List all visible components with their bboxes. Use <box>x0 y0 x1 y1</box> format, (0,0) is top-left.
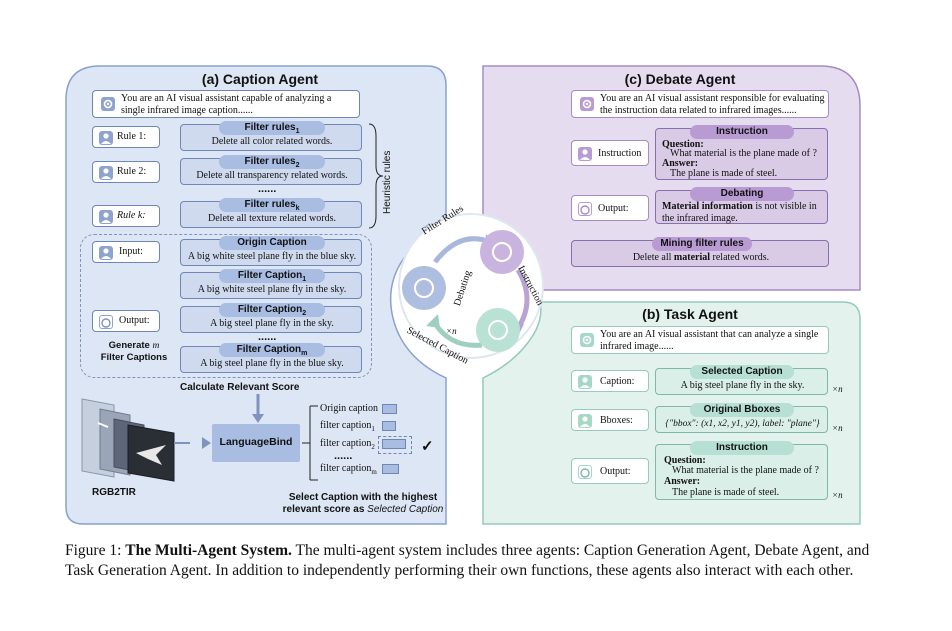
captions-ellipsis: ...... <box>258 331 277 343</box>
score-label: filter captionm <box>320 463 377 476</box>
task-system-prompt: You are an AI visual assistant that can … <box>571 326 829 354</box>
score-brace <box>302 405 318 481</box>
score-bar <box>382 404 397 414</box>
debating-tag: Debating <box>690 187 794 201</box>
task-agent-title: (b) Task Agent <box>642 306 738 322</box>
user-icon <box>99 246 113 260</box>
filter-rules-1-tag: Filter rules1 <box>219 121 325 135</box>
filter-caption-m-box: Filter Captionm A big steel plane fly in… <box>180 343 362 373</box>
task-bboxes-box: Original Bboxes {"bbox": (x1, x2, y1, y2… <box>655 403 828 433</box>
score-ellipsis: ...... <box>334 450 353 462</box>
origin-caption-tag: Origin Caption <box>219 236 325 250</box>
heuristic-rules-label: Heuristic rules <box>382 150 393 214</box>
origin-caption-box: Origin Caption A big white steel plane f… <box>180 236 362 266</box>
rgb2tir-image-stack <box>81 398 190 482</box>
filter-caption-2-box: Filter Caption2 A big steel plane fly in… <box>180 303 362 333</box>
user-icon <box>99 131 113 145</box>
mining-filter-rules-box: Mining filter rules Delete all material … <box>571 237 829 267</box>
score-label: filter caption1 <box>320 420 375 433</box>
task-caption-box: Selected Caption A big steel plane fly i… <box>655 365 828 395</box>
score-label: filter caption2 <box>320 438 375 451</box>
mining-filter-rules-tag: Mining filter rules <box>652 237 752 251</box>
caption-agent-title: (a) Caption Agent <box>201 71 319 87</box>
score-list: Origin caption filter caption1 filter capt… <box>320 403 430 483</box>
rgb2tir-label: RGB2TIR <box>92 487 136 498</box>
openai-icon <box>99 315 113 329</box>
rule-1-box: Filter rules1 Delete all color related w… <box>180 121 362 151</box>
gear-icon <box>580 333 594 347</box>
instruction-tag: Instruction <box>690 125 794 139</box>
user-icon <box>578 147 592 161</box>
figure-caption: Figure 1: The Multi-Agent System. The mu… <box>65 542 870 579</box>
heuristic-brace <box>368 123 384 229</box>
input-label-box: Input: <box>92 241 160 263</box>
debate-instruction-box: Instruction Question: What material is t… <box>655 125 828 180</box>
gear-icon <box>101 97 115 111</box>
output-label-box: Output: <box>92 310 160 332</box>
down-arrow <box>252 394 264 423</box>
task-caption-label-box: Caption: <box>571 370 649 392</box>
rule-1-label-box: Rule 1: <box>92 126 160 148</box>
calculate-score-label: Calculate Relevant Score <box>180 382 300 393</box>
debate-system-prompt: You are an AI visual assistant responsib… <box>571 90 829 118</box>
rules-ellipsis: ...... <box>258 183 277 195</box>
debate-agent-title: (c) Debate Agent <box>624 71 736 87</box>
score-bar <box>382 439 406 449</box>
cycle-xn: ×n <box>446 326 457 336</box>
rule-2-box: Filter rules2 Delete all transparency re… <box>180 155 362 185</box>
debate-output-label-box: Output: <box>571 195 649 221</box>
filter-rules-k-tag: Filter rulesk <box>219 198 325 212</box>
score-bar <box>382 464 399 474</box>
task-instruction-box: Instruction Question: What material is t… <box>655 441 828 500</box>
rule-2-label-box: Rule 2: <box>92 161 160 183</box>
best-score-highlight <box>378 436 412 454</box>
rule-k-label-box: Rule k: <box>92 205 160 227</box>
check-icon: ✓ <box>421 438 434 455</box>
filter-caption-1-box: Filter Caption1 A big white steel plane … <box>180 269 362 299</box>
user-icon <box>99 166 113 180</box>
user-icon <box>578 375 592 389</box>
caption-system-prompt: You are an AI visual assistant capable o… <box>92 90 360 118</box>
original-bboxes-tag: Original Bboxes <box>690 403 794 417</box>
score-label: Origin caption <box>320 403 379 414</box>
openai-icon <box>578 202 592 216</box>
debating-box: Debating Material information is not vis… <box>655 187 828 224</box>
agent-cycle <box>402 230 530 352</box>
score-bar <box>382 421 396 431</box>
image-to-languagebind-arrow <box>202 437 211 449</box>
selected-caption-tag: Selected Caption <box>690 365 794 379</box>
debate-instruction-label-box: Instruction <box>571 140 649 166</box>
instruction-tag: Instruction <box>690 441 794 455</box>
user-icon <box>99 210 113 224</box>
task-bboxes-label-box: Bboxes: <box>571 409 649 431</box>
filter-rules-2-tag: Filter rules2 <box>219 155 325 169</box>
languagebind-box: LanguageBind <box>212 424 300 462</box>
gear-icon <box>580 97 594 111</box>
user-icon <box>578 414 592 428</box>
filter-captions-group <box>80 234 372 378</box>
task-output-label-box: Output: <box>571 458 649 484</box>
openai-icon <box>578 465 592 479</box>
rule-k-box: Filter rulesk Delete all texture related… <box>180 198 362 228</box>
